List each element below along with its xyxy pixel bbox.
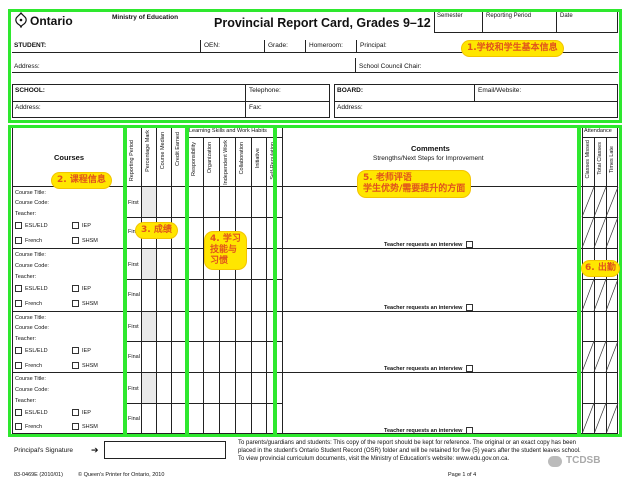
course-title-label: Course Title: bbox=[15, 376, 46, 382]
note-comments: 5. 老师评语学生优势/需要提升的方面 bbox=[358, 171, 471, 197]
wechat-icon bbox=[548, 456, 562, 467]
note-courses: 2. 课程信息 bbox=[52, 173, 111, 188]
courses-header: Courses bbox=[54, 153, 85, 162]
highlight-student-info bbox=[8, 9, 622, 123]
note-student-info: 1.学校和学生基本信息 bbox=[462, 41, 563, 56]
french-checkbox[interactable]: French bbox=[15, 300, 42, 307]
watermark: TCDSB bbox=[566, 455, 601, 466]
highlight-marks bbox=[124, 125, 188, 437]
footer-note-2: placed in the student's Ontario Student … bbox=[238, 448, 581, 454]
school-address-label: Address: bbox=[15, 104, 41, 111]
ontario-wordmark: Ontario bbox=[30, 14, 73, 28]
copyright: © Queen's Printer for Ontario, 2010 bbox=[78, 472, 165, 478]
course-code-label: Course Code: bbox=[15, 325, 49, 331]
page-number: Page 1 of 4 bbox=[448, 472, 477, 478]
telephone-label: Telephone: bbox=[249, 87, 281, 94]
iep-checkbox[interactable]: IEP bbox=[72, 347, 91, 354]
teacher-label: Teacher: bbox=[15, 398, 37, 404]
oen-label: OEN: bbox=[204, 42, 220, 49]
note-attendance: 6. 出勤 bbox=[582, 261, 619, 276]
comments-header: Comments bbox=[411, 144, 450, 153]
final-label: Final bbox=[128, 354, 140, 360]
first-label: First bbox=[128, 262, 139, 268]
course-code-label: Course Code: bbox=[15, 200, 49, 206]
esl-checkbox[interactable]: ESL/ELD bbox=[15, 409, 48, 416]
date-label: Date bbox=[560, 13, 573, 19]
esl-checkbox[interactable]: ESL/ELD bbox=[15, 222, 48, 229]
skills-header: Learning Skills and Work Habits bbox=[189, 128, 267, 134]
ministry-label: Ministry of Education bbox=[112, 14, 179, 21]
first-label: First bbox=[128, 324, 139, 330]
reporting-period-label: Reporting Period bbox=[486, 13, 532, 19]
school-label: SCHOOL: bbox=[15, 87, 45, 94]
teacher-label: Teacher: bbox=[15, 211, 37, 217]
shsm-checkbox[interactable]: SHSM bbox=[72, 423, 98, 430]
course-title-label: Course Title: bbox=[15, 190, 46, 196]
shsm-checkbox[interactable]: SHSM bbox=[72, 300, 98, 307]
iep-checkbox[interactable]: IEP bbox=[72, 409, 91, 416]
esl-checkbox[interactable]: ESL/ELD bbox=[15, 347, 48, 354]
arrow-right-icon: ➔ bbox=[91, 445, 99, 455]
footer-note-1: To parents/guardians and students: This … bbox=[238, 440, 576, 446]
student-label: STUDENT: bbox=[14, 42, 47, 49]
interview-request[interactable]: Teacher requests an interview bbox=[384, 304, 476, 311]
interview-request[interactable]: Teacher requests an interview bbox=[384, 427, 476, 434]
page-title: Provincial Report Card, Grades 9–12 bbox=[214, 16, 431, 30]
form-number: 83-0469E (2010/01) bbox=[14, 472, 63, 478]
highlight-courses bbox=[8, 125, 126, 437]
principal-label: Principal: bbox=[360, 42, 387, 49]
note-skills: 4. 学习技能与习惯 bbox=[205, 232, 246, 269]
teacher-label: Teacher: bbox=[15, 336, 37, 342]
french-checkbox[interactable]: French bbox=[15, 237, 42, 244]
esl-checkbox[interactable]: ESL/ELD bbox=[15, 285, 48, 292]
first-label: First bbox=[128, 200, 139, 206]
homeroom-label: Homeroom: bbox=[309, 42, 343, 49]
first-label: First bbox=[128, 386, 139, 392]
board-address-label: Address: bbox=[337, 104, 363, 111]
comments-subheader: Strengths/Next Steps for Improvement bbox=[373, 155, 484, 162]
note-marks: 3. 成绩 bbox=[136, 223, 177, 238]
address-label: Address: bbox=[14, 63, 40, 70]
teacher-label: Teacher: bbox=[15, 274, 37, 280]
french-checkbox[interactable]: French bbox=[15, 362, 42, 369]
signature-field[interactable] bbox=[104, 441, 226, 459]
iep-checkbox[interactable]: IEP bbox=[72, 222, 91, 229]
highlight-skills bbox=[186, 125, 276, 437]
shsm-checkbox[interactable]: SHSM bbox=[72, 237, 98, 244]
fax-label: Fax: bbox=[249, 104, 262, 111]
email-label: Email/Website: bbox=[478, 87, 522, 94]
attendance-header: Attendance bbox=[584, 128, 612, 134]
footer-note-3: To view provincial curriculum documents,… bbox=[238, 456, 510, 462]
course-title-label: Course Title: bbox=[15, 252, 46, 258]
iep-checkbox[interactable]: IEP bbox=[72, 285, 91, 292]
final-label: Final bbox=[128, 292, 140, 298]
course-title-label: Course Title: bbox=[15, 315, 46, 321]
board-label: BOARD: bbox=[337, 87, 363, 94]
principal-signature-label: Principal's Signature bbox=[14, 447, 74, 454]
course-code-label: Course Code: bbox=[15, 263, 49, 269]
ontario-logo-icon bbox=[14, 11, 28, 29]
final-label: Final bbox=[128, 416, 140, 422]
semester-label: Semester bbox=[437, 13, 463, 19]
highlight-attendance bbox=[578, 125, 622, 437]
interview-request[interactable]: Teacher requests an interview bbox=[384, 365, 476, 372]
course-code-label: Course Code: bbox=[15, 387, 49, 393]
council-chair-label: School Council Chair: bbox=[359, 63, 422, 70]
french-checkbox[interactable]: French bbox=[15, 423, 42, 430]
shsm-checkbox[interactable]: SHSM bbox=[72, 362, 98, 369]
interview-request[interactable]: Teacher requests an interview bbox=[384, 241, 476, 248]
grade-label: Grade: bbox=[268, 42, 288, 49]
final-label: Final bbox=[128, 229, 140, 235]
